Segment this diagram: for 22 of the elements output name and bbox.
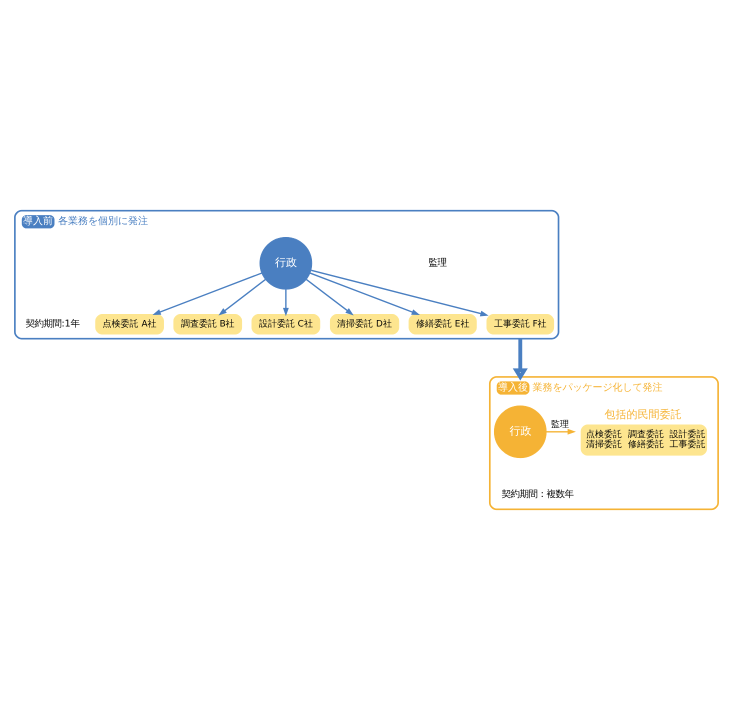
arrow — [282, 289, 289, 316]
arrow — [152, 272, 262, 315]
arrow — [306, 278, 354, 316]
label: 監理 — [428, 258, 447, 269]
node-box: 点検委託 調査委託 設計委託 清掃委託 修繕委託 工事委託 — [580, 424, 708, 456]
label: 契約期間：複数年 — [501, 489, 574, 500]
arrow — [546, 428, 576, 435]
arrow — [311, 270, 489, 316]
node-box: 点検委託 A社 — [95, 314, 164, 334]
node-box: 調査委託 B社 — [173, 314, 242, 334]
arrow — [218, 279, 266, 316]
node-box: 設計委託 C社 — [252, 314, 320, 334]
node-box: 工事委託 F社 — [486, 314, 554, 334]
node-box: 修繕委託 E社 — [408, 314, 477, 334]
edge-label: 監理 — [551, 420, 570, 430]
node-label: 包括的民間委託 — [604, 408, 682, 421]
arrow — [512, 338, 528, 381]
node-circle: 行政 — [494, 405, 547, 458]
node-circle: 行政 — [260, 236, 312, 290]
node-box: 清掃委託 D社 — [330, 314, 400, 334]
arrow — [310, 272, 420, 316]
label: 契約期間:1年 — [25, 318, 80, 330]
